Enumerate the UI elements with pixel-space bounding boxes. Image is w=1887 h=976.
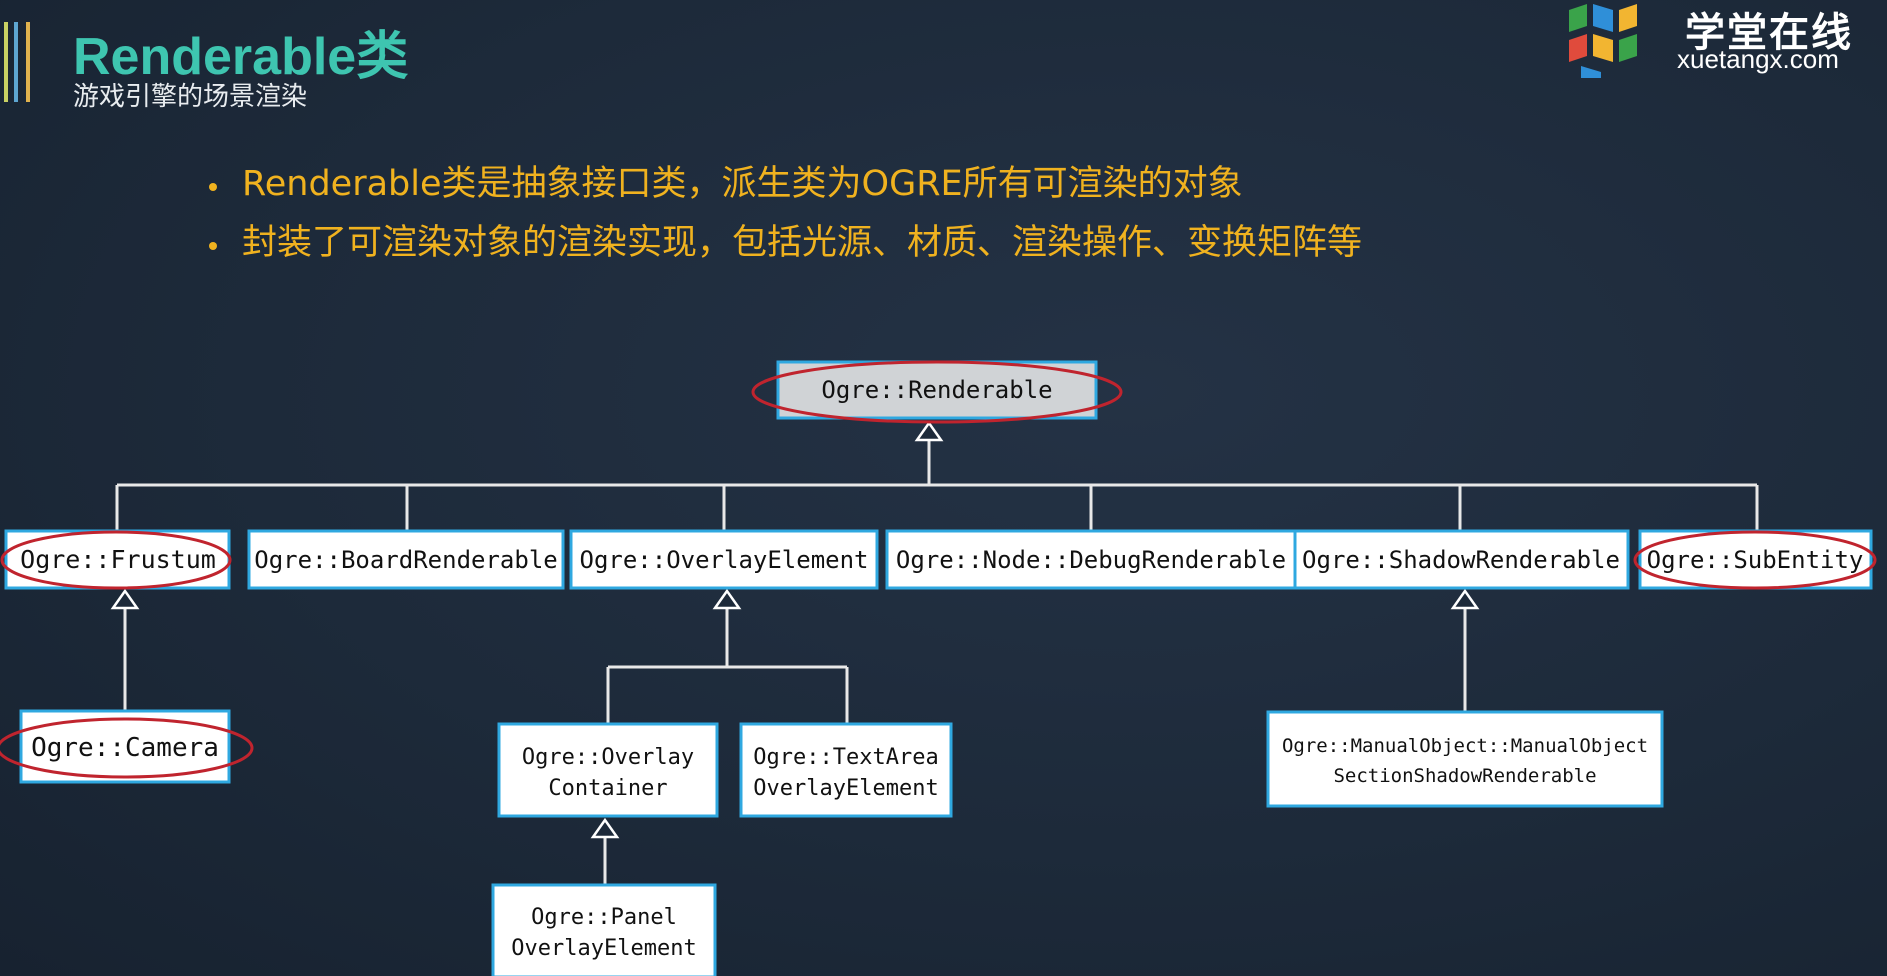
class-label: Ogre::Node::DebugRenderable — [896, 546, 1286, 574]
class-box-manual-object-shadow: Ogre::ManualObject::ManualObject Section… — [1266, 710, 1664, 808]
highlight-ellipses — [0, 360, 1877, 779]
highlight-ellipse-subentity — [1633, 530, 1877, 590]
class-label-line: OverlayElement — [511, 936, 696, 961]
class-label-line: Ogre::Overlay — [522, 745, 694, 770]
class-label-line: Container — [548, 776, 667, 801]
accent-bar-blue — [14, 22, 18, 102]
slide-title: Renderable类 — [73, 28, 409, 86]
highlight-ellipse-renderable — [751, 360, 1123, 424]
class-box-overlay-container: Ogre::Overlay Container — [497, 722, 719, 818]
class-box-textarea-overlay-element: Ogre::TextArea OverlayElement — [739, 722, 953, 818]
triangle-arrow-icon — [712, 588, 742, 610]
class-label-line: Ogre::ManualObject::ManualObject — [1282, 735, 1648, 757]
class-label: Ogre::Renderable — [821, 376, 1052, 404]
class-label: Ogre::Frustum — [20, 545, 216, 574]
class-label-line: Ogre::TextArea — [753, 745, 938, 770]
triangle-arrow-icon — [590, 817, 620, 839]
triangle-arrow-icon — [1450, 588, 1480, 610]
class-label: Ogre::Camera — [31, 733, 219, 763]
class-box-node-debug-renderable: Ogre::Node::DebugRenderable — [885, 529, 1297, 590]
bullet-list: Renderable类是抽象接口类，派生类为OGRE所有可渲染的对象 封装了可渲… — [203, 163, 1362, 281]
class-box-board-renderable: Ogre::BoardRenderable — [247, 529, 565, 590]
triangle-arrow-icon — [110, 588, 140, 610]
class-label: Ogre::BoardRenderable — [254, 546, 557, 574]
connector-lines — [115, 440, 1759, 885]
class-label-line: OverlayElement — [753, 776, 938, 801]
highlight-ellipse-frustum — [0, 530, 232, 590]
xuetangx-logo-icon — [1569, 4, 1637, 78]
class-label: Ogre::SubEntity — [1647, 546, 1864, 574]
class-label: Ogre::ShadowRenderable — [1302, 546, 1620, 574]
bullet-item: 封装了可渲染对象的渲染实现，包括光源、材质、渲染操作、变换矩阵等 — [203, 222, 1362, 264]
logo-url: xuetangx.com — [1677, 44, 1839, 74]
bullet-item: Renderable类是抽象接口类，派生类为OGRE所有可渲染的对象 — [203, 163, 1362, 205]
class-label: Ogre::OverlayElement — [580, 546, 869, 574]
class-box-shadow-renderable: Ogre::ShadowRenderable — [1293, 529, 1630, 590]
class-box-overlay-element: Ogre::OverlayElement — [569, 529, 879, 590]
accent-bar-green — [4, 22, 8, 102]
class-label-line: SectionShadowRenderable — [1333, 765, 1596, 787]
class-label-line: Ogre::Panel — [531, 905, 677, 930]
logo-name: 学堂在线 — [1685, 10, 1853, 56]
class-box-renderable: Ogre::Renderable — [776, 360, 1098, 420]
accent-bar-orange — [26, 22, 30, 102]
slide-subtitle: 游戏引擎的场景渲染 — [73, 82, 308, 112]
class-box-subentity: Ogre::SubEntity — [1638, 529, 1873, 590]
accent-bars — [0, 22, 40, 102]
inheritance-arrow-icons — [110, 420, 1480, 839]
class-box-panel-overlay-element: Ogre::Panel OverlayElement — [491, 883, 717, 976]
triangle-arrow-icon — [914, 420, 944, 442]
highlight-ellipse-camera — [0, 717, 254, 779]
